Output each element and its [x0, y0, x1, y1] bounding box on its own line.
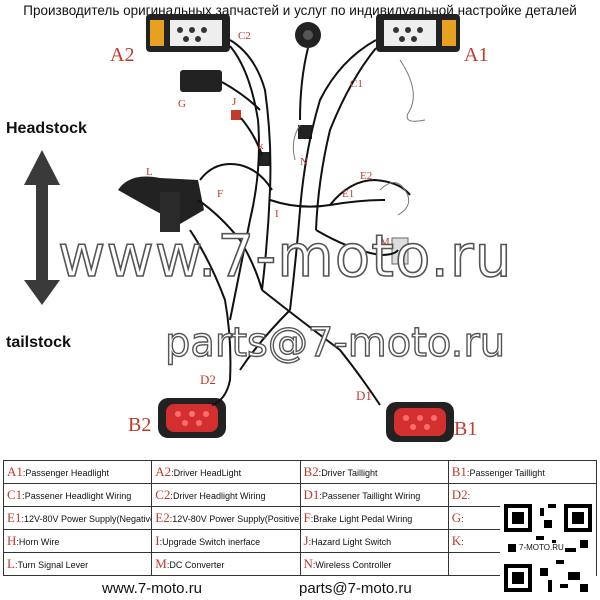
legend-text: Driver Taillight [321, 468, 378, 478]
legend-code: K [451, 533, 462, 548]
label-b1: B1 [454, 418, 478, 440]
legend-cell: F:Brake Light Pedal Wiring [299, 506, 449, 530]
turn-signal-lever [118, 176, 204, 232]
legend-cell: A1:Passenger Headlight [2, 460, 153, 484]
footer-website[interactable]: www.7-moto.ru [100, 580, 205, 597]
label-b2: B2 [128, 414, 152, 436]
legend-code: A1 [7, 464, 23, 479]
legend-code: C1 [7, 487, 23, 502]
legend-cell: B1:Passenger Taillight [447, 460, 598, 484]
legend-text: Driver Headlight Wiring [172, 491, 266, 501]
qr-code [500, 500, 596, 596]
label-m: M [380, 236, 390, 248]
watermark-url: www.7-moto.ru [57, 221, 513, 291]
legend-cell: H:Horn Wire [2, 529, 153, 553]
legend-text: DC Converter [169, 560, 225, 570]
label-j: J [232, 96, 237, 108]
legend-text: Turn Signal Lever [17, 560, 89, 570]
legend-code: C2 [155, 487, 171, 502]
passenger-headlight [376, 14, 460, 52]
legend-cell: C1:Passener Headlight Wiring [2, 483, 153, 507]
label-d2: D2 [200, 372, 216, 387]
tailstock-label: tailstock [6, 334, 71, 351]
legend-text: Passener Headlight Wiring [24, 491, 132, 501]
legend-text: Passenger Taillight [469, 468, 545, 478]
driver-taillight [158, 398, 226, 438]
label-d1: D1 [356, 388, 372, 403]
legend-code: D1 [303, 487, 320, 502]
qr-label: 7-MOTO.RU [518, 543, 565, 552]
legend-code: A2 [155, 464, 172, 479]
legend-code: B1 [451, 464, 467, 479]
legend-cell: I:Upgrade Switch inerface [151, 529, 301, 553]
legend-code: M [155, 556, 167, 571]
label-a2: A2 [110, 44, 135, 66]
legend-text: Hazard Light Switch [311, 537, 392, 547]
label-a1: A1 [464, 44, 489, 66]
legend-text: Horn Wire [18, 537, 60, 547]
legend-cell: A2:Driver HeadLight [151, 460, 301, 484]
horn [295, 22, 321, 48]
legend-text: Wireless Controller [315, 560, 392, 570]
legend-text: 12V-80V Power Supply(Negative) [23, 514, 152, 524]
hazard-switch-block [180, 70, 222, 92]
passenger-taillight [386, 402, 454, 442]
legend-cell: E2:12V-80V Power Supply(Positive) [151, 506, 301, 530]
label-c2: C2 [238, 30, 251, 42]
legend-cell: L:Turn Signal Lever [2, 552, 153, 576]
wiring-diagram [24, 14, 460, 442]
label-i: I [275, 208, 279, 220]
watermark-email: parts@7-moto.ru [164, 319, 506, 366]
legend-text: Upgrade Switch inerface [162, 537, 261, 547]
headstock-label: Headstock [6, 120, 87, 137]
label-e1: E1 [342, 188, 355, 200]
legend-text: Passenger Headlight [25, 468, 109, 478]
legend-code: B2 [303, 464, 319, 479]
legend-cell: J:Hazard Light Switch [299, 529, 449, 553]
legend-cell: B2:Driver Taillight [299, 460, 449, 484]
footer-email[interactable]: parts@7-moto.ru [297, 580, 414, 597]
legend-code: F [303, 510, 311, 525]
legend-code: J [303, 533, 309, 548]
legend-text: Driver HeadLight [173, 468, 242, 478]
legend-code: N [303, 556, 313, 571]
legend-text: 12V-80V Power Supply(Positive) [172, 514, 300, 524]
k-component [258, 152, 270, 166]
legend-text: Passener Taillight Wiring [321, 491, 421, 501]
legend-cell: E1:12V-80V Power Supply(Negative) [2, 506, 153, 530]
legend-code: G [451, 510, 462, 525]
label-l: L [146, 166, 153, 178]
legend-code: D2 [451, 487, 468, 502]
thin-wires [292, 59, 426, 216]
label-c1: C1 [350, 78, 363, 90]
dc-converter [391, 237, 409, 265]
hazard-light-switch [231, 110, 241, 120]
legend-code: H [7, 533, 17, 548]
legend-code: I [155, 533, 160, 548]
legend-text: Brake Light Pedal Wiring [313, 514, 413, 524]
legend-cell: C2:Driver Headlight Wiring [151, 483, 301, 507]
wireless-controller [298, 125, 312, 139]
label-f: F [217, 188, 224, 200]
label-n: N [300, 156, 308, 168]
direction-arrow [24, 150, 60, 305]
legend-code: L [7, 556, 15, 571]
label-k: k [258, 140, 264, 152]
driver-headlight [146, 14, 230, 52]
label-e2: E2 [360, 170, 373, 182]
legend-cell: D1:Passener Taillight Wiring [299, 483, 449, 507]
label-g: G [178, 98, 186, 110]
legend-code: E2 [155, 510, 170, 525]
legend-cell: N:Wireless Controller [299, 552, 449, 576]
wiring-harness [189, 39, 411, 406]
legend-cell: M:DC Converter [151, 552, 301, 576]
legend-code: E1 [7, 510, 22, 525]
